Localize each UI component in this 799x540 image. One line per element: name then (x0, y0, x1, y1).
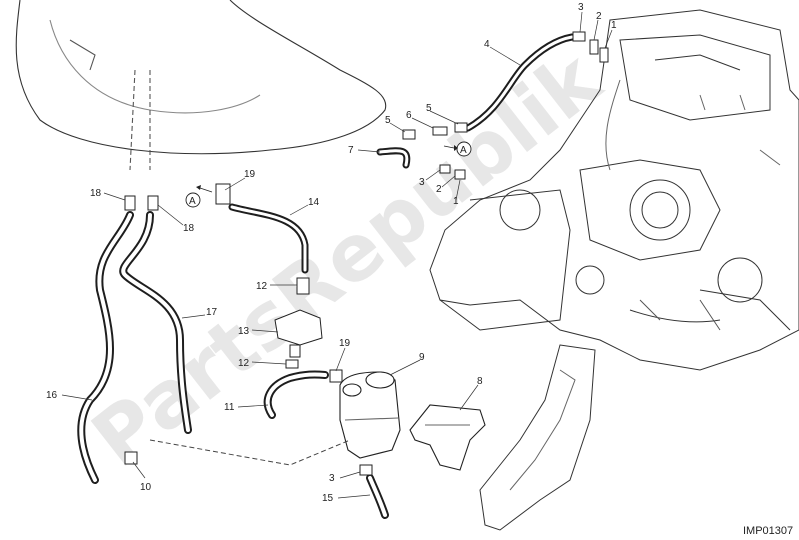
fuel-tank (15, 0, 387, 171)
callout-7: 7 (348, 145, 354, 156)
callout-11: 11 (224, 402, 235, 413)
callout-6: 6 (406, 110, 412, 121)
reference-code: IMP01307 (743, 525, 793, 537)
connection-marker-a-top (443, 141, 472, 157)
callout-1: 1 (453, 196, 459, 207)
callout-a: A (460, 145, 467, 156)
callout-2: 2 (596, 11, 602, 22)
hoses (77, 33, 576, 519)
callout-12: 12 (256, 281, 268, 292)
callout-9: 9 (419, 352, 425, 363)
callout-16: 16 (46, 390, 58, 401)
callout-15: 15 (322, 493, 334, 504)
lower-cover (479, 344, 596, 531)
reservoir-bracket (409, 404, 486, 471)
leader-lines (61, 11, 613, 499)
callout-labels: 1 2 3 4 5 5 6 7 3 2 1 A A 18 18 19 14 12… (46, 2, 617, 504)
callout-5: 5 (385, 115, 391, 126)
callout-3: 3 (419, 177, 425, 188)
fittings (124, 31, 609, 476)
engine-block (429, 9, 799, 371)
callout-12: 12 (238, 358, 250, 369)
callout-5: 5 (426, 103, 432, 114)
callout-a: A (189, 196, 196, 207)
routing-dashed-line (149, 439, 351, 466)
connection-marker-a-left (185, 185, 213, 208)
coolant-reservoir (339, 371, 401, 459)
callout-3: 3 (578, 2, 584, 13)
callout-10: 10 (140, 482, 152, 493)
callout-13: 13 (238, 326, 250, 337)
callout-19: 19 (244, 169, 256, 180)
callout-17: 17 (206, 307, 218, 318)
callout-1: 1 (611, 20, 617, 31)
callout-18: 18 (90, 188, 102, 199)
callout-14: 14 (308, 197, 320, 208)
callout-8: 8 (477, 376, 483, 387)
callout-2: 2 (436, 184, 442, 195)
callout-19: 19 (339, 338, 351, 349)
callout-4: 4 (484, 39, 490, 50)
callout-18: 18 (183, 223, 195, 234)
callout-3: 3 (329, 473, 335, 484)
